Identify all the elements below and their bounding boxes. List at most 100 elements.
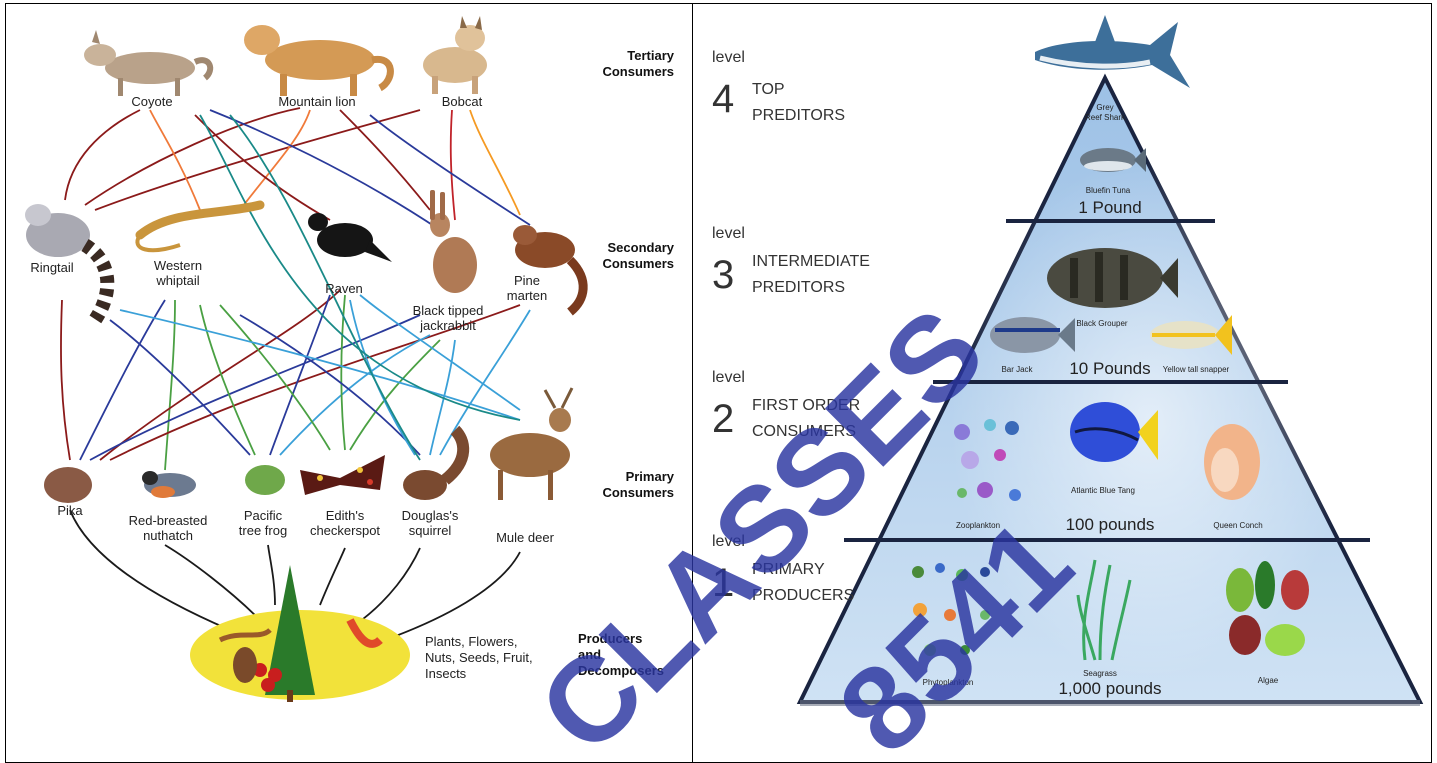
snapper-illustration [1150, 315, 1232, 355]
queen-conch-illustration [1204, 424, 1260, 500]
checkerspot-label-line2: checkerspot [310, 523, 380, 538]
tang-label: Atlantic Blue Tang [1071, 486, 1135, 495]
shark-label-line1: Grey [1096, 103, 1113, 112]
secondary-header-line1: Secondary [608, 240, 675, 255]
pyramid-base-shadow [800, 700, 1420, 706]
marten-label-line1: Pine [514, 273, 540, 288]
frog-label-line2: tree frog [239, 523, 287, 538]
grouper-label: Black Grouper [1076, 319, 1127, 328]
shark-label-line2: Reef Shark [1085, 113, 1126, 122]
zooplankton-illustration [954, 419, 1021, 501]
pyramid-panel: Grey Reef Shark Bluefin Tuna Black Group… [712, 15, 1424, 706]
bar-jack-label: Bar Jack [1001, 365, 1033, 374]
weight-level4: 1 Pound [1078, 198, 1141, 217]
primary-header-line1: Primary [626, 469, 675, 484]
coyote-label: Coyote [131, 94, 172, 109]
blue-tang-illustration [1070, 402, 1158, 462]
nuthatch-illustration [142, 471, 196, 498]
grouper-illustration [1047, 248, 1178, 308]
ringtail-label: Ringtail [30, 260, 73, 275]
level-1-number: 1 [712, 561, 734, 605]
mule-deer-illustration [490, 387, 574, 500]
squirrel-label-line2: squirrel [409, 523, 452, 538]
weight-level2: 100 pounds [1066, 515, 1155, 534]
panel-divider [692, 3, 693, 763]
producers-header-line3: Decomposers [578, 663, 664, 678]
squirrel-label-line1: Douglas's [402, 508, 459, 523]
pika-label: Pika [57, 503, 83, 518]
producers-text-line3: Insects [425, 666, 467, 681]
nuthatch-label-line1: Red-breasted [129, 513, 208, 528]
conch-label: Queen Conch [1213, 521, 1262, 530]
level-2-title-line1: FIRST ORDER [752, 397, 860, 414]
weight-level3: 10 Pounds [1069, 359, 1150, 378]
jackrabbit-illustration [430, 190, 477, 293]
level-1-word: level [712, 533, 745, 550]
nuthatch-label-line2: nuthatch [143, 528, 193, 543]
producers-text-line1: Plants, Flowers, [425, 634, 517, 649]
marten-label-line2: marten [507, 288, 547, 303]
algae-label: Algae [1258, 676, 1279, 685]
frog-label-line1: Pacific [244, 508, 283, 523]
bobcat-label: Bobcat [442, 94, 483, 109]
food-web-arrows [60, 107, 531, 641]
algae-illustration [1226, 561, 1309, 656]
bobcat-illustration [423, 16, 487, 94]
phytoplankton-illustration [912, 563, 990, 656]
producers-illustration [190, 565, 410, 702]
mountain-lion-label: Mountain lion [278, 94, 355, 109]
level-2-word: level [712, 369, 745, 386]
checkerspot-illustration [300, 455, 385, 495]
phytoplankton-label: Phytoplankton [923, 678, 974, 687]
jackrabbit-label-line2: jackrabbit [419, 318, 476, 333]
frog-illustration [245, 465, 285, 495]
snapper-label: Yellow tall snapper [1163, 365, 1230, 374]
deer-label: Mule deer [496, 530, 554, 545]
raven-illustration [308, 213, 392, 262]
level-1-title-line1: PRIMARY [752, 561, 825, 578]
squirrel-illustration [403, 425, 470, 500]
level-3-word: level [712, 225, 745, 242]
coyote-illustration [84, 30, 214, 96]
secondary-header-line2: Consumers [602, 256, 674, 271]
level-4-number: 4 [712, 77, 734, 121]
primary-header-line2: Consumers [602, 485, 674, 500]
ringtail-illustration [25, 204, 115, 324]
tertiary-header-line1: Tertiary [627, 48, 674, 63]
level-1-label: level 1 PRIMARY PRODUCERS [712, 533, 854, 605]
bar-jack-illustration [990, 317, 1075, 353]
western-whiptail-illustration [135, 200, 265, 253]
seagrass-illustration [1076, 559, 1132, 661]
tuna-illustration [1080, 148, 1146, 172]
mountain-lion-illustration [244, 25, 394, 96]
producers-text-line2: Nuts, Seeds, Fruit, [425, 650, 533, 665]
tertiary-header-line2: Consumers [602, 64, 674, 79]
pine-marten-illustration [513, 225, 588, 316]
level-3-number: 3 [712, 253, 734, 297]
producers-header-line2: and [578, 647, 601, 662]
seagrass-label: Seagrass [1083, 669, 1117, 678]
level-4-title-line1: TOP [752, 81, 785, 98]
level-1-title-line2: PRODUCERS [752, 587, 854, 604]
zooplankton-label: Zooplankton [956, 521, 1000, 530]
food-web-panel: Coyote Mountain lion Bobcat Ringtail Wes… [25, 16, 675, 702]
level-4-word: level [712, 49, 745, 66]
level-2-title-line2: CONSUMERS [752, 423, 856, 440]
pika-illustration [44, 467, 92, 503]
checkerspot-label-line1: Edith's [326, 508, 365, 523]
jackrabbit-label-line1: Black tipped [413, 303, 484, 318]
level-2-label: level 2 FIRST ORDER CONSUMERS [712, 369, 860, 441]
tuna-label: Bluefin Tuna [1086, 186, 1131, 195]
raven-label: Raven [325, 281, 363, 296]
producers-header-line1: Producers [578, 631, 642, 646]
whiptail-label-line1: Western [154, 258, 202, 273]
level-4-title-line2: PREDITORS [752, 107, 845, 124]
level-3-label: level 3 INTERMEDIATE PREDITORS [712, 225, 870, 297]
whiptail-label-line2: whiptail [155, 273, 199, 288]
level-4-label: level 4 TOP PREDITORS [712, 49, 845, 124]
weight-level1: 1,000 pounds [1058, 679, 1161, 698]
level-3-title-line1: INTERMEDIATE [752, 253, 870, 270]
shark-illustration [1035, 15, 1190, 88]
level-2-number: 2 [712, 397, 734, 441]
